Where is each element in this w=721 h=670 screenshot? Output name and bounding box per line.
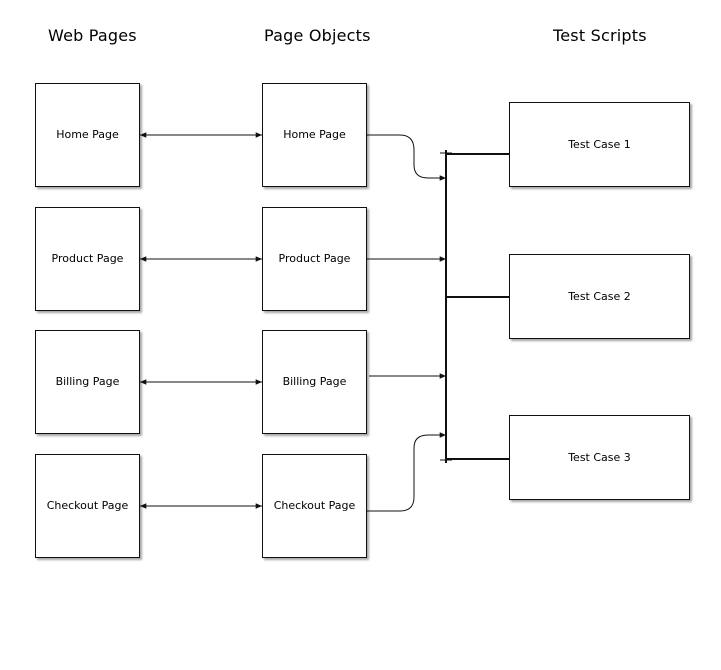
test-case-box-1[interactable]: Test Case 1 xyxy=(509,102,690,187)
test-case-box-3[interactable]: Test Case 3 xyxy=(509,415,690,500)
page-object-box-product[interactable]: Product Page xyxy=(262,207,367,311)
web-page-box-billing[interactable]: Billing Page xyxy=(35,330,140,434)
web-page-box-home[interactable]: Home Page xyxy=(35,83,140,187)
web-page-label: Home Page xyxy=(56,128,119,141)
test-case-label: Test Case 1 xyxy=(568,137,631,151)
test-case-box-2[interactable]: Test Case 2 xyxy=(509,254,690,339)
connector-home-object-to-bus xyxy=(367,134,446,181)
web-page-label: Product Page xyxy=(51,252,124,265)
test-case-label: Test Case 3 xyxy=(568,450,631,464)
page-object-label: Product Page xyxy=(278,252,351,265)
page-object-box-checkout[interactable]: Checkout Page xyxy=(262,454,367,558)
heading-page-objects: Page Objects xyxy=(264,26,371,45)
page-object-box-home[interactable]: Home Page xyxy=(262,83,367,187)
connector-checkout-object-to-bus xyxy=(367,432,446,512)
web-page-box-product[interactable]: Product Page xyxy=(35,207,140,311)
web-page-label: Checkout Page xyxy=(46,499,129,512)
web-page-label: Billing Page xyxy=(55,375,120,388)
test-case-label: Test Case 2 xyxy=(568,289,631,303)
heading-web-pages: Web Pages xyxy=(48,26,137,45)
page-object-label: Billing Page xyxy=(282,375,347,388)
heading-test-scripts: Test Scripts xyxy=(553,26,647,45)
page-object-box-billing[interactable]: Billing Page xyxy=(262,330,367,434)
page-object-label: Home Page xyxy=(283,128,346,141)
page-object-label: Checkout Page xyxy=(273,499,356,512)
web-page-box-checkout[interactable]: Checkout Page xyxy=(35,454,140,558)
